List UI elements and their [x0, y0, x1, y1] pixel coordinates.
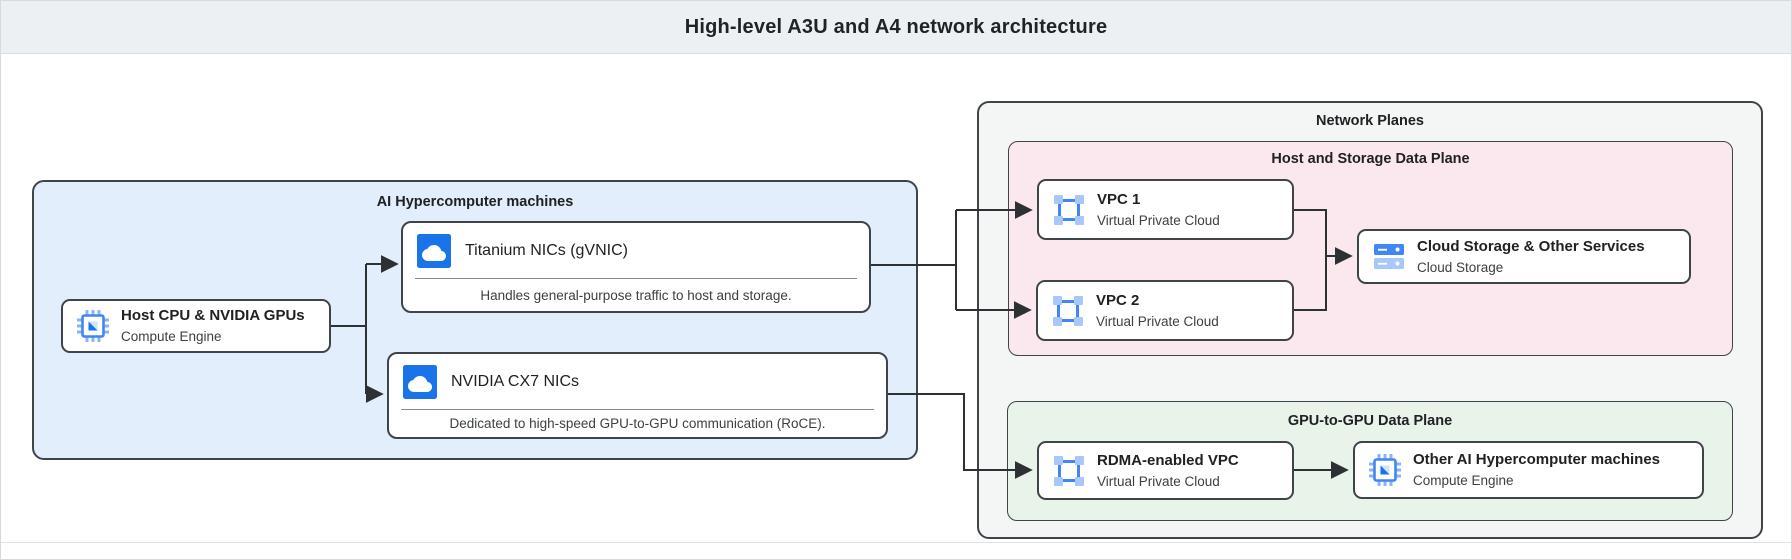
- cloud-storage-title: Cloud Storage & Other Services: [1417, 237, 1645, 255]
- host-cpu-title: Host CPU & NVIDIA GPUs: [121, 307, 305, 325]
- titanium-description: Handles general-purpose traffic to host …: [480, 287, 792, 303]
- cx7-nics-title: NVIDIA CX7 NICs: [451, 372, 580, 390]
- vpc-icon: [1053, 295, 1083, 326]
- cloud-nic-icon: [417, 233, 451, 268]
- other-ai-machines-subtitle: Compute Engine: [1413, 473, 1514, 489]
- vpc1-title: VPC 1: [1097, 190, 1141, 208]
- rdma-vpc-title: RDMA-enabled VPC: [1097, 451, 1239, 469]
- cloud-storage-subtitle: Cloud Storage: [1417, 259, 1504, 275]
- vpc2-subtitle: Virtual Private Cloud: [1096, 313, 1219, 329]
- page-title: High-level A3U and A4 network architectu…: [684, 15, 1108, 38]
- cx7-divider: [401, 409, 874, 410]
- host-cpu-node: Host CPU & NVIDIA GPUs Compute Engine: [61, 299, 331, 353]
- vpc-icon: [1054, 194, 1084, 225]
- cx7-description: Dedicated to high-speed GPU-to-GPU commu…: [449, 416, 826, 431]
- rdma-vpc-subtitle: Virtual Private Cloud: [1097, 473, 1220, 489]
- other-ai-machines-title: Other AI Hypercomputer machines: [1413, 451, 1661, 469]
- cloud-storage-node: Cloud Storage & Other Services Cloud Sto…: [1357, 229, 1691, 284]
- host-cpu-subtitle: Compute Engine: [121, 329, 222, 345]
- canvas-bottom-edge: [1, 542, 1791, 543]
- titanium-nics-title: Titanium NICs (gVNIC): [465, 241, 628, 259]
- vpc2-node: VPC 2 Virtual Private Cloud: [1036, 280, 1294, 341]
- nvidia-cx7-nics-node: NVIDIA CX7 NICs Dedicated to high-speed …: [387, 352, 888, 439]
- gpu-to-gpu-data-plane-label: GPU-to-GPU Data Plane: [1287, 413, 1453, 429]
- cloud-storage-icon: [1374, 243, 1404, 269]
- vpc2-title: VPC 2: [1096, 291, 1140, 309]
- ai-hypercomputer-machines-label: AI Hypercomputer machines: [376, 194, 574, 210]
- network-planes-label: Network Planes: [1316, 113, 1424, 129]
- other-ai-machines-node: Other AI Hypercomputer machines Compute …: [1353, 441, 1704, 499]
- rdma-vpc-node: RDMA-enabled VPC Virtual Private Cloud: [1037, 441, 1294, 500]
- titanium-nics-node: Titanium NICs (gVNIC) Handles general-pu…: [401, 221, 871, 313]
- vpc1-node: VPC 1 Virtual Private Cloud: [1037, 179, 1294, 240]
- vpc-icon: [1054, 455, 1084, 486]
- diagram-header: High-level A3U and A4 network architectu…: [1, 1, 1791, 54]
- cloud-nic-icon: [403, 364, 437, 399]
- titanium-divider: [415, 278, 857, 279]
- host-storage-data-plane-label: Host and Storage Data Plane: [1271, 151, 1470, 167]
- compute-engine-chip-icon: [1369, 454, 1401, 486]
- compute-engine-chip-icon: [77, 310, 109, 342]
- vpc1-subtitle: Virtual Private Cloud: [1097, 212, 1220, 228]
